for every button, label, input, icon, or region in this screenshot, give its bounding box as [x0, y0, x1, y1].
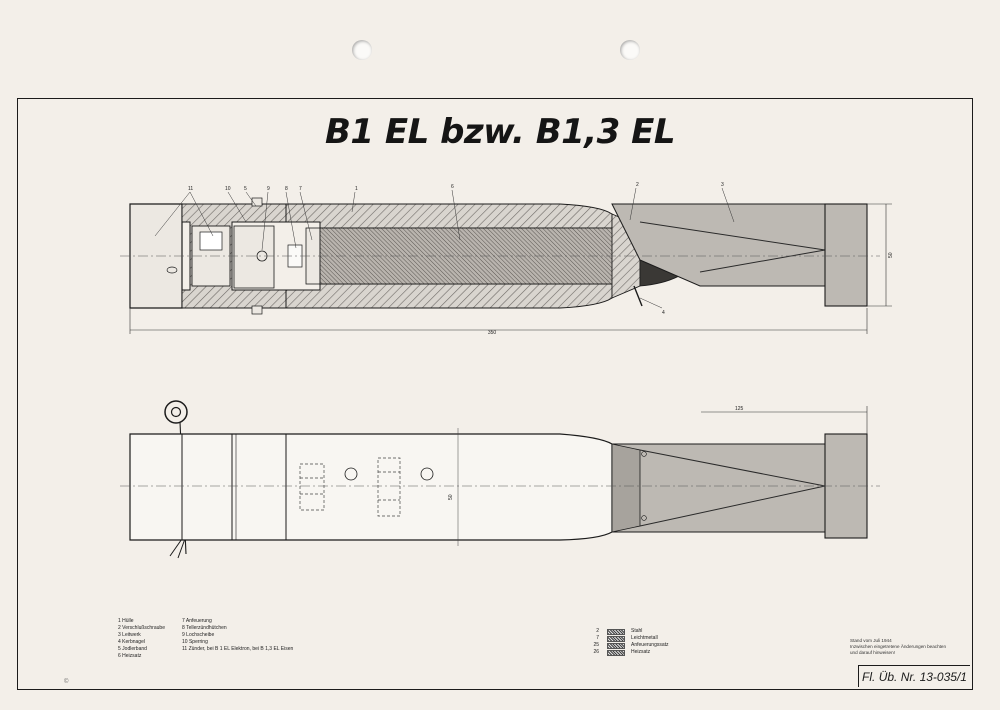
- material-row: 25 Anfeuerungssatz: [593, 642, 669, 649]
- legend-part: 5 Jodlerband: [118, 646, 147, 652]
- side-view: 50 125: [120, 400, 880, 559]
- legend-part: 6 Heizsatz: [118, 653, 142, 659]
- callout-5: 5: [244, 186, 247, 192]
- section-view: 11 10 5 9 8 7 1 6 2 3 4 350 50: [120, 182, 894, 336]
- drawing-frame: [17, 98, 973, 690]
- legend-part: 2 Verschlußschraube: [118, 625, 165, 631]
- material-swatch: [607, 635, 625, 642]
- callout-4: 4: [662, 310, 665, 316]
- legend-part: 1 Hülle: [118, 618, 134, 624]
- legend-part: 11 Zünder, bei B 1 EL Elektron, bei B 1,…: [182, 646, 294, 652]
- material-row: 7 Leichtmetall: [596, 635, 658, 642]
- revision-note: Stand vom Juli 1944 Inzwischen eingetret…: [850, 638, 947, 655]
- side-tail-fin: [611, 443, 826, 533]
- legend-part: 8 Tellerzündhütchen: [182, 625, 227, 631]
- material-row: 26 Heizsatz: [593, 649, 651, 656]
- material-swatch: [607, 642, 625, 649]
- legend-part: 4 Kerbnagel: [118, 639, 145, 645]
- dim-diameter-top: 50: [888, 252, 894, 258]
- legend-part: 9 Lochscheibe: [182, 632, 215, 638]
- dim-overall-length: 350: [488, 330, 497, 336]
- section-end-cap: [824, 203, 868, 307]
- callout-9: 9: [267, 186, 270, 192]
- copyright-mark: ©: [64, 679, 69, 685]
- legend-part: 3 Leitwerk: [118, 632, 141, 638]
- dim-tail-length: 125: [735, 406, 744, 412]
- callout-6: 6: [451, 184, 454, 190]
- material-row: 2 Stahl: [596, 628, 643, 635]
- punch-hole-right: [620, 40, 640, 60]
- section-casing-upper: [285, 203, 613, 229]
- dim-diameter-side: 50: [448, 494, 454, 500]
- parts-legend-col1: 1 Hülle 2 Verschlußschraube 3 Leitwerk 4…: [118, 618, 165, 660]
- punch-hole-left: [352, 40, 372, 60]
- callout-7: 7: [299, 186, 302, 192]
- parts-legend-col2: 7 Anfeuerung 8 Tellerzündhütchen 9 Lochs…: [182, 618, 293, 653]
- section-tail-fin: [611, 203, 826, 287]
- safety-pin-ring: [164, 400, 188, 424]
- section-thermite-core: [319, 227, 627, 285]
- legend-part: 7 Anfeuerung: [182, 618, 212, 624]
- page-title: B1 EL bzw. B1,3 EL: [324, 112, 676, 152]
- document-number: Fl. Üb. Nr. 13-035/1: [858, 665, 970, 687]
- callout-1: 1: [355, 186, 358, 192]
- callout-11: 11: [188, 186, 193, 192]
- material-swatch: [607, 649, 625, 656]
- material-swatch: [607, 628, 625, 635]
- section-casing-lower: [285, 283, 613, 309]
- callout-3: 3: [721, 182, 724, 188]
- legend-part: 10 Sperring: [182, 639, 208, 645]
- callout-2: 2: [636, 182, 639, 188]
- callout-8: 8: [285, 186, 288, 192]
- materials-legend: 2 Stahl 7 Leichtmetall 25 Anfeuerungssat…: [585, 628, 669, 656]
- callout-10: 10: [225, 186, 231, 192]
- side-body-outline: [129, 433, 613, 541]
